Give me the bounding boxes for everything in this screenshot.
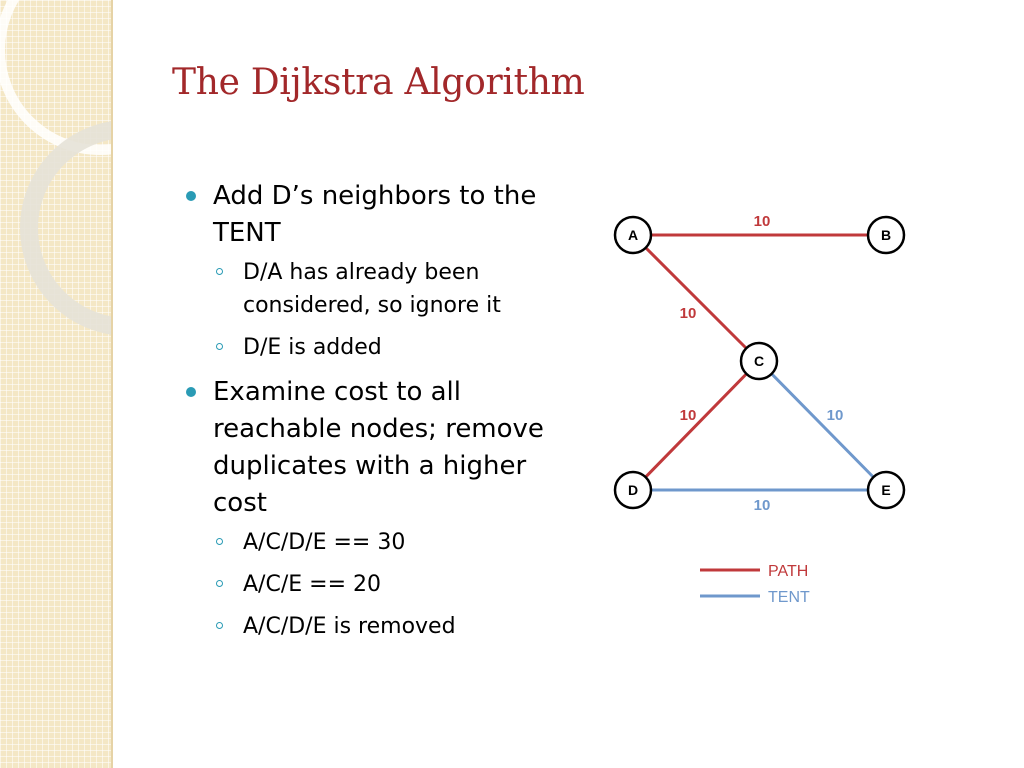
bullet-dot-icon (186, 191, 196, 201)
sub-bullet-item: A/C/D/E is removed (186, 610, 566, 643)
legend-label-path: PATH (768, 563, 808, 580)
bullet-group: Add D’s neighbors to the TENT D/A has al… (186, 178, 566, 364)
edge-c-d (631, 359, 761, 492)
sub-bullet-text: D/E is added (243, 335, 382, 360)
edge-c-e (757, 359, 888, 492)
sub-bullet-item: D/E is added (186, 331, 566, 364)
bullet-dot-icon (186, 387, 196, 397)
node-label: B (881, 227, 891, 243)
slide-title: The Dijkstra Algorithm (172, 62, 585, 103)
edge-cost-label: 10 (680, 407, 697, 424)
node-c (739, 341, 779, 381)
edge-cost-label: 10 (754, 213, 771, 230)
edge-a-c (631, 233, 761, 363)
bullet-text: Examine cost to all reachable nodes; rem… (213, 377, 544, 518)
node-d (613, 470, 653, 510)
edge-cost-label: 10 (754, 497, 771, 514)
bullet-group: Examine cost to all reachable nodes; rem… (186, 374, 566, 643)
sub-bullet-text: A/C/E == 20 (243, 572, 381, 597)
sub-bullet-ring-icon (216, 580, 223, 587)
edge-cost-label: 10 (827, 407, 844, 424)
decorative-ring (20, 120, 113, 336)
sub-bullet-item: D/A has already been considered, so igno… (186, 256, 566, 322)
sub-bullet-item: A/C/E == 20 (186, 568, 566, 601)
node-e (866, 470, 906, 510)
sub-bullet-text: A/C/D/E == 30 (243, 530, 406, 555)
sub-bullet-ring-icon (216, 343, 223, 350)
bullet-item: Examine cost to all reachable nodes; rem… (186, 374, 566, 522)
sub-bullet-item: A/C/D/E == 30 (186, 526, 566, 559)
node-label: D (628, 482, 638, 498)
node-b (866, 215, 906, 255)
node-a (613, 215, 653, 255)
sub-bullet-ring-icon (216, 538, 223, 545)
edge-cost-label: 10 (680, 305, 697, 322)
legend-label-tent: TENT (768, 589, 810, 606)
bullet-item: Add D’s neighbors to the TENT (186, 178, 566, 252)
sub-bullet-text: A/C/D/E is removed (243, 614, 456, 639)
side-decoration (0, 0, 113, 768)
bullet-list: Add D’s neighbors to the TENT D/A has al… (186, 178, 566, 653)
sub-bullet-ring-icon (216, 268, 223, 275)
sub-bullet-ring-icon (216, 622, 223, 629)
node-label: E (881, 482, 890, 498)
node-label: C (754, 353, 764, 369)
bullet-text: Add D’s neighbors to the TENT (213, 181, 537, 248)
node-label: A (628, 227, 638, 243)
sub-bullet-text: D/A has already been considered, so igno… (243, 260, 501, 318)
